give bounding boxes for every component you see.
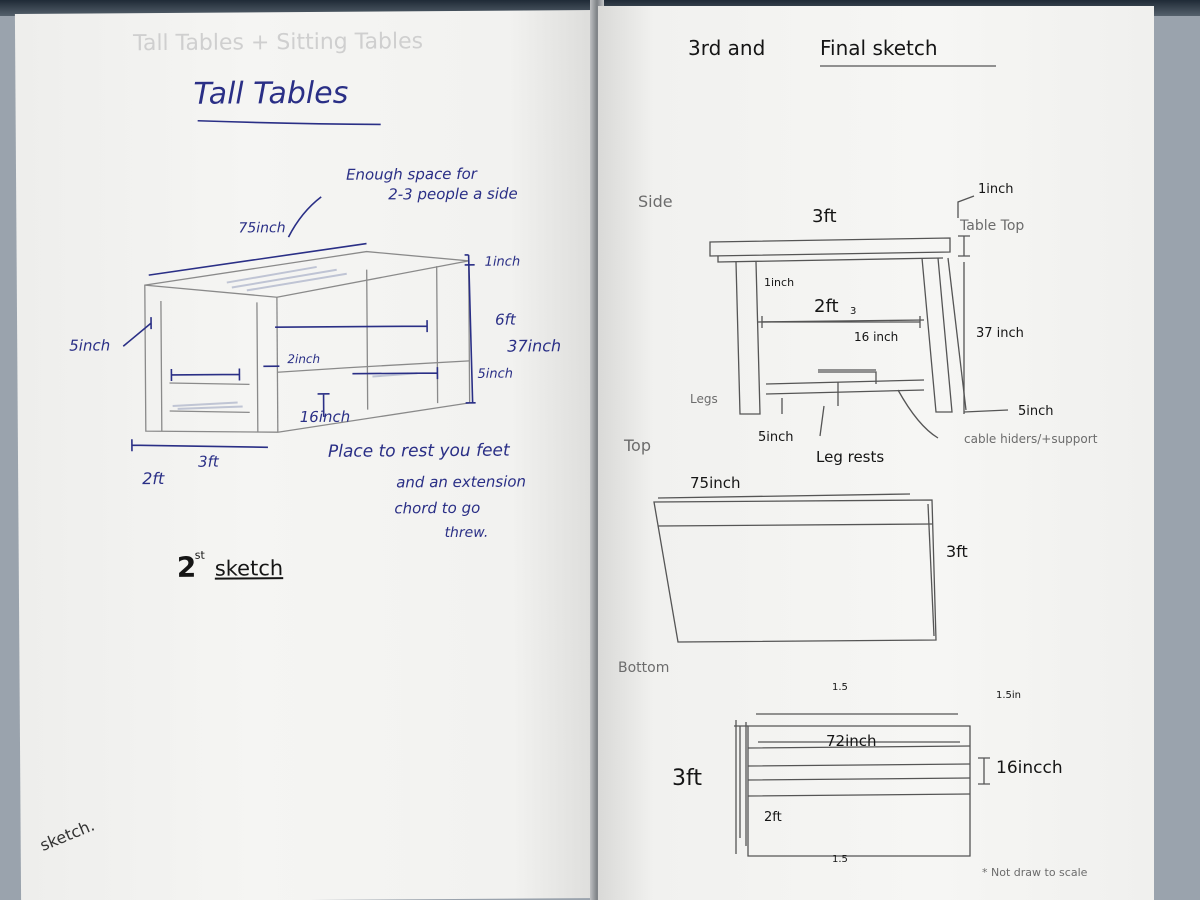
- note-rest-4: threw.: [444, 524, 489, 542]
- sketch-number: 2: [176, 550, 197, 584]
- side-5inch-right: 5inch: [1018, 404, 1054, 419]
- side-legs: Legs: [690, 392, 718, 406]
- sketch-word: sketch: [214, 556, 284, 581]
- dim-5-left: 5inch: [69, 336, 111, 355]
- dim-3ft: 3ft: [197, 452, 219, 471]
- dim-length: 75inch: [238, 220, 286, 237]
- note-rest-1: Place to rest you feet: [327, 440, 510, 462]
- note-rest-3: chord to go: [394, 498, 481, 518]
- dim-5-right: 5inch: [477, 366, 514, 382]
- dim-2inch: 2inch: [287, 351, 321, 367]
- dim-6ft: 6ft: [494, 310, 516, 329]
- label-bottom: Bottom: [618, 660, 670, 676]
- side-1inch-inner: 1inch: [764, 276, 795, 289]
- bottom-2ft: 2ft: [764, 810, 782, 825]
- right-title-prefix: 3rd and: [688, 36, 766, 60]
- side-2ft-sub: 3: [850, 306, 857, 317]
- bottom-72: 72inch: [826, 732, 877, 750]
- bottom-1-5-low: 1.5: [832, 854, 848, 865]
- faded-header: Tall Tables + Sitting Tables: [133, 29, 424, 57]
- right-page: 3rd and Final sketch Side 3ft 1inch Tabl…: [598, 6, 1154, 900]
- note-space-2: 2-3 people a side: [388, 184, 518, 204]
- dim-2ft: 2ft: [142, 469, 165, 489]
- right-title-final: Final sketch: [820, 36, 938, 60]
- note-space: Enough space for: [345, 164, 477, 184]
- dim-16inch: 16inch: [299, 407, 351, 427]
- sketch-suffix: st: [194, 548, 205, 562]
- side-leg-rests: Leg rests: [816, 448, 885, 466]
- bottom-1-5in: 1.5in: [996, 690, 1022, 701]
- right-page-drawings: [653, 65, 1009, 857]
- bottom-1-5-top: 1.5: [832, 682, 848, 693]
- left-page: Tall Tables + Sitting Tables Tall Tables…: [14, 9, 602, 900]
- side-1inch-top: 1inch: [978, 182, 1014, 197]
- side-37inch: 37 inch: [976, 326, 1024, 341]
- label-side: Side: [638, 192, 673, 211]
- side-2ft: 2ft: [814, 296, 839, 317]
- side-table-top: Table Top: [960, 218, 1025, 234]
- note-rest-2: and an extension: [396, 472, 527, 492]
- side-5inch-bottom: 5inch: [758, 430, 794, 445]
- top-3ft: 3ft: [946, 542, 968, 561]
- page-title: Tall Tables: [193, 75, 349, 112]
- dim-37: 37inch: [507, 336, 562, 356]
- bottom-3ft: 3ft: [672, 766, 702, 791]
- left-page-drawings: [122, 119, 476, 452]
- label-top: Top: [624, 436, 651, 455]
- dim-top: 1inch: [484, 254, 521, 270]
- side-16inch: 16 inch: [854, 330, 899, 344]
- top-75: 75inch: [690, 474, 741, 492]
- bottom-16: 16incch: [996, 758, 1063, 778]
- side-cable: cable hiders/+support: [964, 432, 1098, 446]
- side-3ft: 3ft: [812, 206, 837, 227]
- footnote: * Not draw to scale: [982, 866, 1088, 879]
